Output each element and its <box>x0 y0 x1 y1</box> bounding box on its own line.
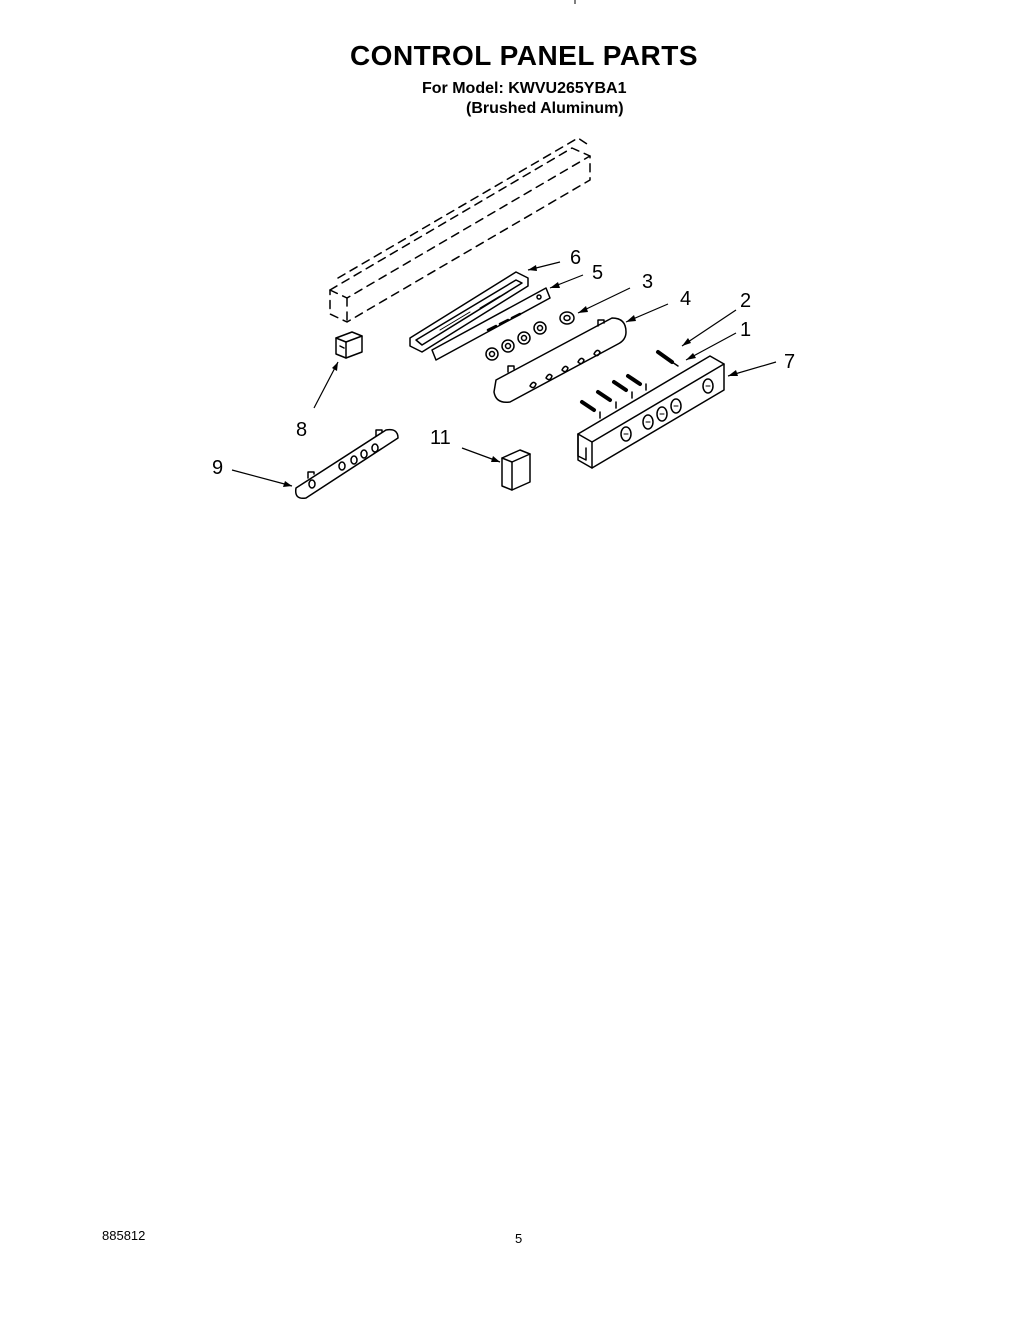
part-2-screw <box>656 350 679 367</box>
page-title: CONTROL PANEL PARTS <box>349 40 699 71</box>
leader-9 <box>231 469 293 487</box>
callout-9: 9 <box>212 457 223 479</box>
part-3-washer <box>559 311 575 325</box>
leader-2 <box>681 309 737 347</box>
console-outline-dashed <box>329 137 591 323</box>
leader-8 <box>313 361 339 409</box>
callout-5: 5 <box>592 262 603 284</box>
part-7-front-panel <box>577 355 725 469</box>
button-actuators <box>485 312 547 361</box>
callout-2: 2 <box>740 290 751 312</box>
finish-note: (Brushed Aluminum) <box>466 100 624 117</box>
part-6-bracket <box>409 271 529 353</box>
panel-screws <box>580 374 647 419</box>
callout-4: 4 <box>680 288 691 310</box>
callout-7: 7 <box>784 351 795 373</box>
part-5-strip <box>431 287 551 361</box>
part-9-trim <box>294 428 399 500</box>
callout-3: 3 <box>642 271 653 293</box>
page-number: 5 <box>515 1231 523 1246</box>
callout-6: 6 <box>570 247 581 269</box>
part-11-block <box>501 449 531 491</box>
callout-8: 8 <box>296 419 307 441</box>
part-4-housing <box>493 317 627 404</box>
document-number: 885812 <box>102 1228 146 1243</box>
leader-arrowheads <box>283 265 738 487</box>
callout-1: 1 <box>740 319 751 341</box>
leader-lines <box>231 261 777 487</box>
callout-11: 11 <box>430 427 451 449</box>
model-number: For Model: KWVU265YBA1 <box>422 80 627 97</box>
part-8-clip <box>335 331 363 359</box>
